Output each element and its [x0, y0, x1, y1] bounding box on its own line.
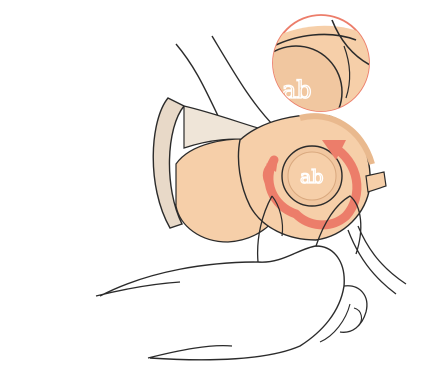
- cap-brand-mark: ab: [300, 166, 324, 188]
